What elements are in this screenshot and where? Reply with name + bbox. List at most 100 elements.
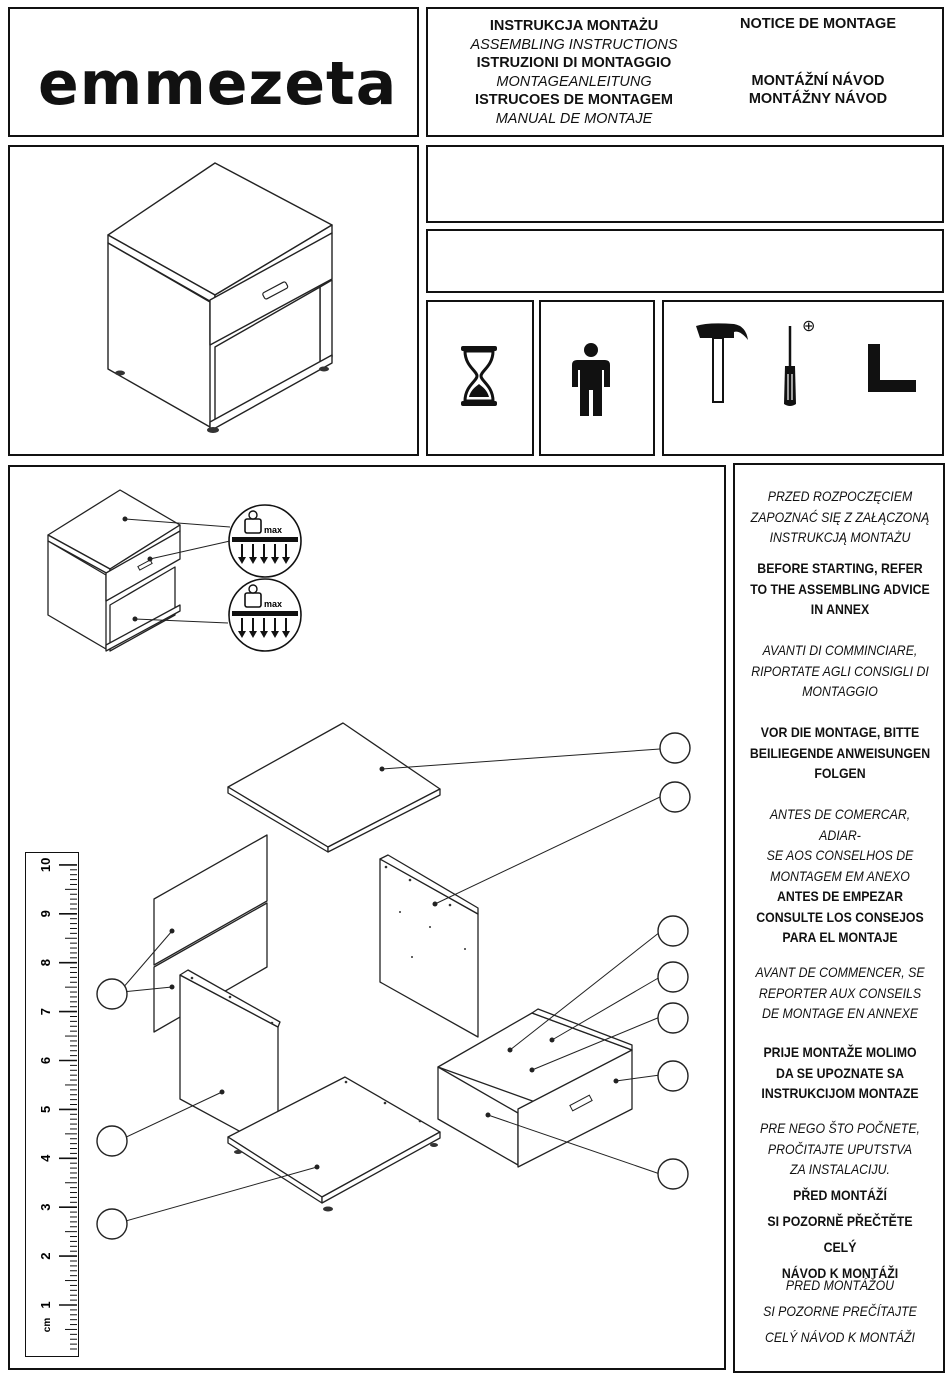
title-line: INSTRUKCJA MONTAŻU (489, 18, 659, 34)
title-line: MONTÁŽNY NÁVOD (748, 91, 888, 107)
info-box-2 (426, 229, 944, 293)
title-column-1: INSTRUKCJA MONTAŻU ASSEMBLING INSTRUCTIO… (448, 17, 700, 128)
instruction-line: ZA INSTALACIJU. (790, 1161, 890, 1177)
diagram-box: max max (8, 465, 726, 1370)
info-box-1 (426, 145, 944, 223)
measuring-ruler: 1 2 3 4 5 6 7 8 9 10 cm (25, 852, 79, 1357)
instruction-line: SI POZORNĚ PŘEČTĚTE CELÝ (767, 1213, 913, 1255)
instruction-line: ANTES DE EMPEZAR (777, 888, 903, 904)
ruler-label: 4 (38, 1154, 53, 1162)
instruction-paragraph: AVANTI DI COMMINCIARE, RIPORTATE AGLI CON… (749, 640, 930, 702)
instruction-line: INSTRUKCJĄ MONTAŻU (769, 529, 911, 545)
phillips-screwdriver-icon (784, 326, 796, 406)
max-label: max (264, 525, 282, 535)
instruction-line: PRIJE MONTAŽE MOLIMO (763, 1044, 917, 1060)
instruction-paragraph: PRZED ROZPOCZĘCIEM ZAPOZNAĆ SIĘ Z ZAŁĄCZO… (749, 486, 930, 548)
max-load-icon: max (228, 504, 302, 578)
instruction-line: DA SE UPOZNATE SA (775, 1064, 905, 1081)
ruler-label: 2 (38, 1252, 53, 1259)
instruction-paragraph: ANTES DE EMPEZAR CONSULTE LOS CONSEJOS PAR… (749, 886, 930, 948)
title-line: ISTRUZIONI DI MONTAGGIO (476, 55, 672, 71)
instruction-line: INSTRUKCIJOM MONTAZE (761, 1085, 919, 1101)
instruction-paragraph: VOR DIE MONTAGE, BITTE BEILIEGENDE ANWEIS… (749, 722, 930, 784)
instructions-box (733, 463, 945, 1373)
ruler-label: 1 (38, 1301, 53, 1308)
instruction-line: IN ANNEX (810, 601, 870, 617)
instruction-line: VOR DIE MONTAGE, BITTE (760, 724, 920, 740)
instruction-line: BEFORE STARTING, REFER (757, 560, 923, 576)
part-callout-circle (659, 781, 691, 813)
brand-box: emmezeta (8, 7, 419, 137)
instruction-paragraph: PRE NEGO ŠTO POČNETE, PROČITAJTE UPUTSTVA… (749, 1118, 930, 1180)
instructions-column: PRZED ROZPOCZĘCIEM ZAPOZNAĆ SIĘ Z ZAŁĄCZO… (737, 466, 943, 1370)
title-column-2: NOTICE DE MONTAGE MONTÁŽNÍ NÁVOD MONTÁŽN… (718, 15, 918, 109)
instruction-paragraph: ANTES DE COMERCAR, ADIAR- SE AOS CONSELHO… (749, 804, 930, 886)
part-callout-circle (657, 961, 689, 993)
instruction-line: PROČITAJTE UPUTSTVA (767, 1140, 913, 1157)
instruction-line: SE AOS CONSELHOS DE (766, 847, 914, 863)
instruction-line: CONSULTE LOS CONSEJOS (756, 908, 924, 925)
part-callout-circle (96, 978, 128, 1010)
hammer-icon (696, 323, 748, 403)
part-callout-circle (657, 1060, 689, 1092)
instruction-line: CELÝ NÁVOD K MONTÁŽI (765, 1329, 915, 1345)
instruction-line: PRED MONTÁŽOU (785, 1277, 895, 1293)
instruction-line: AVANTI DI COMMINCIARE, (762, 642, 918, 658)
instruction-paragraph: PRIJE MONTAŽE MOLIMO DA SE UPOZNATE SA INS… (749, 1042, 930, 1104)
instruction-line: NÁVOD K MONTÁŽI (781, 1265, 899, 1281)
instruction-line: SI POZORNE PREČÍTAJTE (763, 1303, 917, 1319)
instruction-line: ZAPOZNAĆ SIĘ Z ZAŁĄCZONĄ (750, 508, 930, 525)
instruction-line: REPORTER AUX CONSEILS (758, 984, 922, 1001)
persons-box (539, 300, 655, 456)
exploded-assembly-diagram: max max (47, 489, 691, 1240)
product-box (8, 145, 419, 456)
part-callout-circle (659, 732, 691, 764)
brand-logo: emmezeta (38, 49, 398, 119)
ruler-scale: 1 2 3 4 5 6 7 8 9 10 cm (38, 858, 77, 1350)
ruler-label: 7 (38, 1008, 53, 1015)
instruction-line: PŘED MONTÁŽÍ (793, 1187, 887, 1203)
ruler-label: 3 (38, 1204, 53, 1211)
hourglass-icon (461, 346, 497, 406)
instruction-paragraph: PRED MONTÁŽOU SI POZORNE PREČÍTAJTE CELÝ N… (749, 1272, 930, 1350)
ruler-label: 9 (38, 910, 53, 917)
max-label: max (264, 599, 282, 609)
instruction-line: PRZED ROZPOCZĘCIEM (767, 488, 913, 504)
part-callout-circle (96, 1208, 128, 1240)
part-callout-circle (657, 915, 689, 947)
instruction-line: FOLGEN (814, 765, 866, 781)
instruction-line: BEILIEGENDE ANWEISUNGEN (749, 744, 931, 761)
title-line: NOTICE DE MONTAGE (739, 16, 896, 32)
part-callout-circle (657, 1002, 689, 1034)
part-callout-circle (657, 1158, 689, 1190)
ruler-label: 10 (38, 858, 53, 872)
ruler-label: 5 (38, 1106, 53, 1113)
ruler-label: 6 (38, 1057, 53, 1064)
ruler-unit: cm (42, 1318, 53, 1333)
instruction-line: ANTES DE COMERCAR, ADIAR- (769, 806, 911, 843)
phillips-symbol: ⊕ (802, 318, 816, 335)
instruction-line: MONTAGEM EM ANEXO (770, 867, 910, 884)
max-load-icon: max (228, 578, 302, 652)
instruction-line: RIPORTATE AGLI CONSIGLI DI (751, 662, 929, 679)
title-line: MONTÁŽNÍ NÁVOD (751, 72, 885, 89)
instruction-paragraph: PŘED MONTÁŽÍ SI POZORNĚ PŘEČTĚTE CELÝ NÁVO… (749, 1182, 930, 1286)
title-line: MONTAGEANLEITUNG (496, 73, 652, 90)
person-icon (572, 343, 610, 416)
instruction-paragraph: AVANT DE COMMENCER, SE REPORTER AUX CONSE… (749, 962, 930, 1024)
nightstand-illustration (107, 162, 333, 433)
instruction-line: PARA EL MONTAJE (782, 929, 898, 945)
instruction-line: AVANT DE COMMENCER, SE (755, 964, 925, 980)
instruction-line: PRE NEGO ŠTO POČNETE, (760, 1120, 920, 1136)
ruler-label: 8 (38, 959, 53, 966)
instruction-line: MONTAGGIO (802, 683, 878, 699)
title-line: ASSEMBLING INSTRUCTIONS (470, 36, 678, 53)
title-line: MANUAL DE MONTAJE (495, 110, 653, 127)
title-line: ISTRUCOES DE MONTAGEM (475, 92, 673, 108)
time-box (426, 300, 534, 456)
instruction-line: DE MONTAGE EN ANNEXE (761, 1005, 919, 1021)
tools-box: ⊕ (662, 300, 944, 456)
title-box: INSTRUKCJA MONTAŻU ASSEMBLING INSTRUCTIO… (426, 7, 944, 137)
allen-key-icon (868, 344, 916, 392)
